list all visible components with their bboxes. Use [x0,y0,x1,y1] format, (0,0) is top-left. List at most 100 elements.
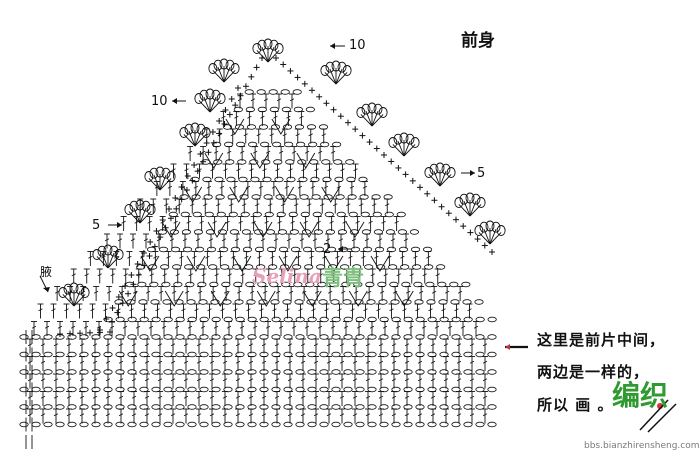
dc-stitch-bar [235,395,241,399]
dc-stitch-bar [250,98,256,102]
shell-cluster-picot [205,88,215,100]
v-stitch [370,255,390,272]
dc-stitch-bar [218,255,223,259]
dc-stitch-bar [169,238,175,242]
dc-stitch-bar [482,395,488,399]
dc-stitch-bar [92,343,98,347]
dc-stitch-bar [105,343,111,347]
chain-stitch [299,194,309,200]
dc-stitch-bar [272,308,277,312]
chain-stitch [321,159,331,165]
chain-stitch [331,421,341,428]
shell-cluster [73,294,86,307]
dc-stitch-bar [40,395,46,399]
dc-stitch-bar [276,98,282,102]
chain-stitch [379,421,389,428]
dc-stitch-bar [209,395,215,399]
dc-stitch-bar [327,168,332,172]
chain-stitch [320,141,330,148]
chain-stitch [331,351,341,358]
chain-stitch [367,351,377,358]
dc-stitch-bar [203,203,208,207]
chain-stitch [289,229,299,235]
dc-stitch-bar [77,308,82,312]
dc-stitch-bar [303,220,308,224]
chain-stitch [175,351,185,358]
dc-stitch-bar [417,360,423,364]
shell-cluster [360,114,373,127]
dc-stitch-bar [273,115,278,119]
chain-stitch [319,334,329,340]
v-stitch [256,290,276,307]
dc-stitch-bar [40,378,46,382]
dc-stitch-bar [339,378,345,382]
chain-stitch [277,229,287,235]
chain-stitch [240,211,250,218]
dc-stitch-bar [308,133,313,137]
chain-stitch [331,369,341,375]
dc-stitch-bar [238,220,243,224]
chain-stitch [439,316,449,323]
dc-stitch-bar [183,343,189,347]
shell-cluster-picot [213,59,223,71]
dc-stitch-bar [300,343,306,347]
logo-text: 编织 [612,379,669,412]
dc-stitch-bar [236,290,242,294]
chain-stitch [308,141,318,148]
shell-cluster [203,96,211,113]
dc-stitch-bar [54,290,60,294]
shell-cluster [329,68,337,85]
dc-stitch-bar [457,290,463,294]
dc-stitch-bar [318,273,323,277]
chain-stitch [199,421,209,428]
dc-stitch-bar [200,325,206,329]
chain-stitch [192,211,202,218]
dc-stitch-bar [288,290,294,294]
chain-stitch [487,421,497,428]
dc-stitch-bar [381,220,386,224]
dc-stitch-bar [92,378,98,382]
chain-stitch [319,386,329,393]
shell-cluster [483,228,491,245]
v-stitch [394,290,414,307]
dc-stitch-bar [377,238,383,242]
dc-stitch-bar [222,378,228,382]
dc-stitch-bar [400,255,405,259]
chain-stitch [55,386,65,393]
shell-cluster-picot [320,65,330,76]
chain-stitch [323,194,333,200]
dc-stitch-bar [170,360,176,364]
dc-stitch-bar [443,395,449,399]
dc-stitch-bar [305,273,310,277]
dc-stitch-bar [351,238,357,242]
dc-stitch-bar [174,325,180,329]
dc-stitch-bar [275,168,280,172]
chain-stitch [199,369,209,375]
shell-cluster [371,110,379,127]
chain-stitch [247,421,257,428]
dc-stitch-bar [294,203,299,207]
chain-stitch [198,299,208,305]
chain-stitch [378,299,388,305]
dc-stitch-bar [171,168,176,172]
chain-stitch [343,386,353,393]
dc-stitch-bar [441,308,446,312]
dc-stitch-bar [274,395,280,399]
v-stitch [253,221,273,238]
chain-stitch [307,316,317,323]
shell-cluster-picot [190,122,200,134]
dc-stitch-bar [157,413,163,417]
chain-stitch [475,404,485,410]
shell-cluster-picot [146,204,156,215]
shell-cluster [439,170,447,187]
shell-cluster-picot [75,283,85,295]
dc-stitch-bar [190,203,195,207]
chain-stitch [475,369,485,375]
shell-cluster [96,256,109,269]
chain-stitch [293,106,303,113]
shell-cluster [489,232,502,245]
chain-stitch [163,316,173,323]
dc-stitch-bar [144,395,150,399]
chain-stitch [241,229,251,235]
dc-stitch-bar [187,150,193,154]
